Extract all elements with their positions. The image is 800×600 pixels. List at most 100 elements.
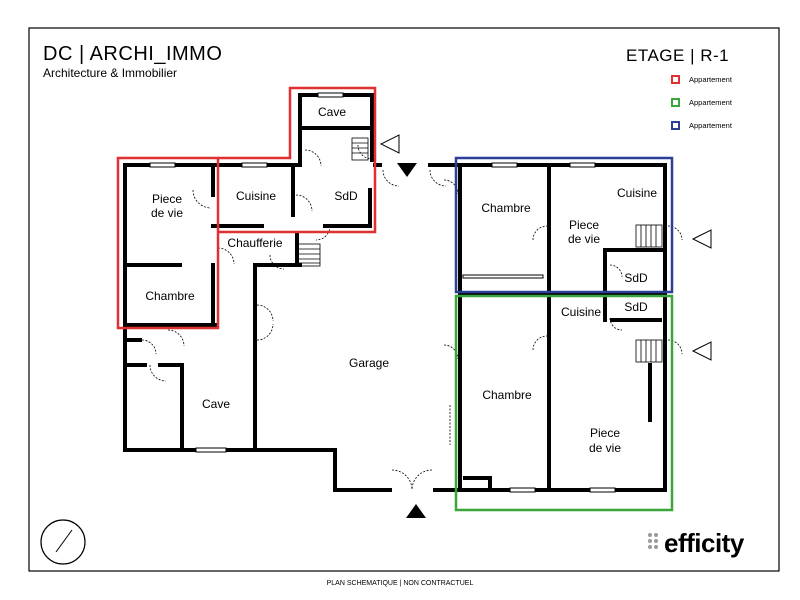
page-title: DC | ARCHI_IMMO bbox=[43, 43, 223, 65]
window bbox=[491, 162, 518, 168]
room-label: Chambre bbox=[145, 289, 195, 303]
room-label: SdD bbox=[624, 300, 648, 314]
door-swing bbox=[429, 169, 447, 187]
door-swing bbox=[256, 304, 274, 322]
window bbox=[317, 92, 344, 98]
stair-tr bbox=[635, 224, 663, 248]
windows bbox=[149, 92, 616, 493]
window bbox=[241, 162, 268, 168]
stair-steps bbox=[298, 248, 320, 264]
apartment-outline-red-upper bbox=[218, 86, 377, 234]
wall-sdd-br bbox=[603, 296, 662, 322]
brand-logo: efficity bbox=[646, 528, 744, 559]
legend-label: Appartement bbox=[689, 120, 732, 130]
logo-dot bbox=[654, 539, 658, 543]
legend-item-red: Appartement bbox=[671, 73, 732, 85]
apartment-outline-green bbox=[454, 294, 674, 512]
wall-right-outer bbox=[458, 163, 667, 492]
room-label: Chambre bbox=[482, 388, 532, 402]
room-label: de vie bbox=[589, 441, 621, 455]
room-label: de vie bbox=[151, 206, 183, 220]
door-swing bbox=[315, 225, 331, 241]
compass-icon bbox=[40, 519, 86, 565]
efficity-logo-icon bbox=[648, 533, 658, 549]
room-label: Garage bbox=[349, 356, 389, 370]
doors bbox=[141, 144, 683, 491]
door-swing bbox=[609, 264, 623, 278]
compass-ring bbox=[40, 519, 86, 565]
compass-needle bbox=[55, 529, 73, 553]
door-swing bbox=[217, 247, 235, 265]
door-swing bbox=[609, 317, 623, 331]
stairs bbox=[297, 137, 663, 363]
page-border bbox=[28, 27, 780, 572]
door-swing bbox=[192, 189, 212, 209]
stair-br bbox=[635, 339, 663, 363]
legend-swatch-green bbox=[671, 97, 680, 107]
entrance-arrow-icon bbox=[406, 504, 426, 518]
entrance-arrow-icon bbox=[691, 341, 712, 361]
door-swing bbox=[167, 329, 185, 347]
door-swing bbox=[411, 469, 433, 491]
door-swing bbox=[256, 323, 274, 341]
footer-note: PLAN SCHEMATIQUE | NON CONTRACTUEL bbox=[326, 580, 474, 587]
window bbox=[509, 487, 536, 493]
door-swing bbox=[443, 344, 459, 360]
window bbox=[462, 274, 544, 279]
apartment-outline-blue bbox=[454, 156, 674, 294]
wall-left-top bbox=[123, 148, 302, 167]
stair-cave bbox=[351, 137, 369, 161]
room-label: Piece bbox=[590, 426, 620, 440]
page-subtitle: Architecture & Immobilier bbox=[43, 66, 178, 80]
room-label: SdD bbox=[334, 189, 358, 203]
legend-item-green: Appartement bbox=[671, 96, 732, 108]
logo-dot bbox=[648, 545, 652, 549]
wall-sdd-right bbox=[323, 188, 372, 228]
window bbox=[149, 162, 176, 168]
entrance-arrow-icon bbox=[691, 229, 712, 249]
door-swing bbox=[357, 144, 373, 160]
wall-garage-bottom bbox=[333, 448, 392, 492]
door-swing bbox=[149, 364, 167, 382]
door-swing bbox=[443, 179, 459, 195]
floor-label: ETAGE | R-1 bbox=[626, 46, 730, 65]
logo-dot bbox=[648, 533, 652, 537]
door-swing bbox=[532, 225, 548, 241]
wall-bottom-box bbox=[463, 476, 492, 492]
room-label: Cuisine bbox=[561, 305, 601, 319]
room-label: SdD bbox=[624, 271, 648, 285]
room-label: de vie bbox=[568, 232, 600, 246]
legend-item-blue: Appartement bbox=[671, 119, 732, 131]
logo-dot bbox=[654, 545, 658, 549]
room-label: Chaufferie bbox=[227, 236, 282, 250]
room-label: Cuisine bbox=[236, 189, 276, 203]
room-label: Cuisine bbox=[617, 186, 657, 200]
door-swing bbox=[667, 225, 683, 241]
brand-name: efficity bbox=[664, 528, 744, 558]
apartment-outline-red bbox=[116, 156, 220, 330]
door-swing bbox=[382, 169, 400, 187]
legend-label: Appartement bbox=[689, 97, 732, 107]
door-swing bbox=[304, 149, 322, 167]
room-label: Piece bbox=[152, 192, 182, 206]
window bbox=[589, 487, 616, 493]
stair-left bbox=[297, 243, 321, 267]
room-label: Chambre bbox=[481, 201, 531, 215]
logo-dot bbox=[648, 539, 652, 543]
door-swing bbox=[667, 339, 683, 355]
room-label: Cave bbox=[202, 397, 230, 411]
stair-steps bbox=[640, 340, 657, 362]
window bbox=[195, 447, 227, 453]
room-label: Piece bbox=[569, 218, 599, 232]
door-swing bbox=[141, 339, 157, 355]
room-labels: Cave Piece de vie Cuisine SdD Chaufferie… bbox=[145, 105, 657, 455]
wall-sdd-tr bbox=[603, 248, 667, 292]
stair-steps bbox=[352, 142, 368, 154]
stair-steps bbox=[640, 225, 657, 247]
door-swing bbox=[391, 469, 413, 491]
door-swing bbox=[532, 335, 548, 351]
legend-swatch-red bbox=[671, 74, 680, 84]
logo-dot bbox=[654, 533, 658, 537]
room-label: Cave bbox=[318, 105, 346, 119]
